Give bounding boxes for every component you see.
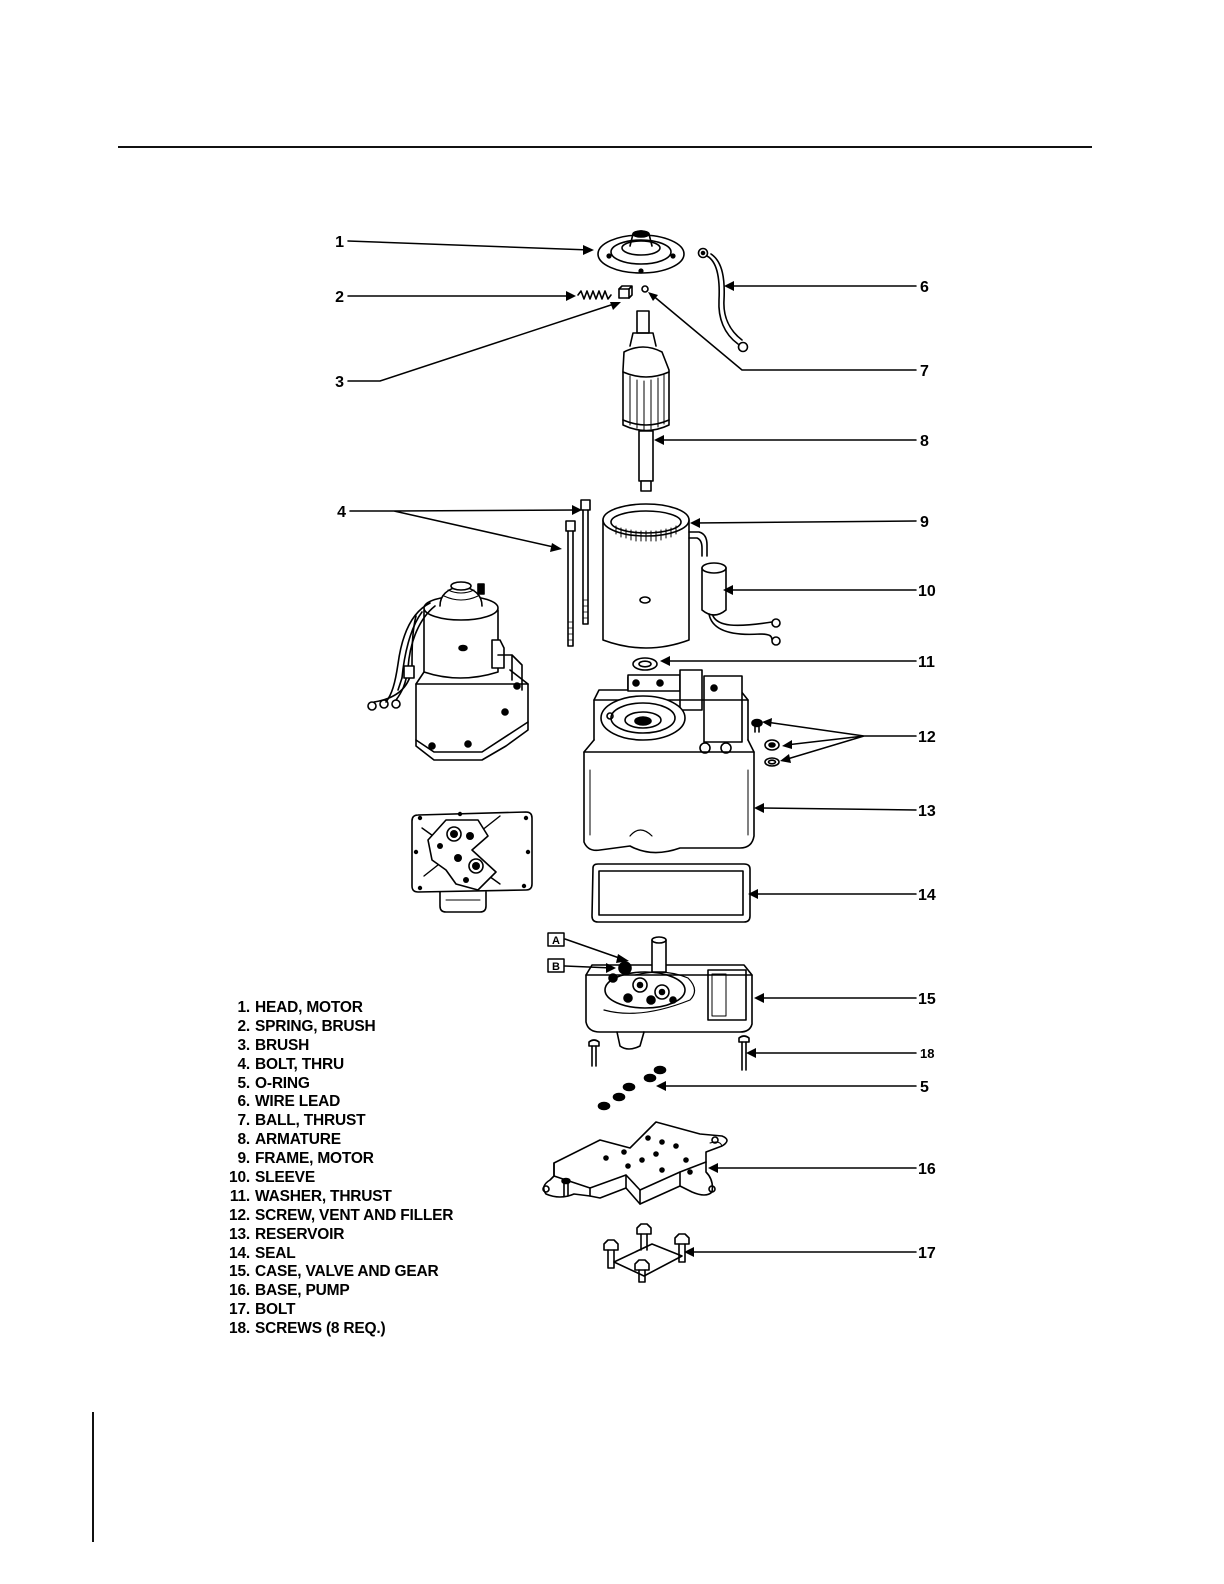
header-rule <box>118 146 1092 148</box>
callout-6: 6 <box>920 279 929 296</box>
legend-item: 13.RESERVOIR <box>229 1225 345 1243</box>
seal <box>591 863 751 923</box>
margin-rule <box>92 1412 94 1542</box>
wire-lead <box>697 247 749 353</box>
callout-11: 11 <box>918 654 935 671</box>
callout-8: 8 <box>920 433 929 450</box>
legend-item: 15.CASE, VALVE AND GEAR <box>229 1263 439 1281</box>
callout-12: 12 <box>918 729 936 746</box>
brush <box>618 285 633 299</box>
detail-box-b <box>547 958 565 973</box>
callout-4: 4 <box>337 504 346 521</box>
motor-frame <box>602 503 708 649</box>
legend-item: 9.FRAME, MOTOR <box>237 1150 374 1168</box>
thrust-washer <box>632 657 658 671</box>
motor-head <box>597 230 685 274</box>
pump-base <box>542 1121 728 1205</box>
legend-item: 4.BOLT, THRU <box>237 1055 344 1073</box>
parts-legend: 1.HEAD, MOTOR 2.SPRING, BRUSH 3.BRUSH 4.… <box>216 999 516 1339</box>
detail-label-a: A <box>552 935 560 947</box>
legend-item: 17.BOLT <box>229 1301 296 1319</box>
arrowheads <box>550 245 792 1257</box>
case-screws <box>588 1035 750 1071</box>
legend-item: 3.BRUSH <box>237 1036 310 1054</box>
assembled-pump-inset <box>367 581 529 761</box>
callout-9: 9 <box>920 514 929 531</box>
legend-item: 14.SEAL <box>229 1244 296 1262</box>
callout-18: 18 <box>920 1046 934 1061</box>
legend-item: 8.ARMATURE <box>237 1131 341 1149</box>
sleeve <box>701 562 781 646</box>
thrust-ball <box>641 285 649 293</box>
legend-item: 12.SCREW, VENT AND FILLER <box>229 1206 454 1224</box>
callout-15: 15 <box>918 991 936 1008</box>
legend-item: 2.SPRING, BRUSH <box>237 1017 376 1035</box>
leader-lines <box>347 240 917 1253</box>
callout-2: 2 <box>335 289 344 306</box>
thru-bolts <box>565 499 591 647</box>
legend-item: 10.SLEEVE <box>229 1169 315 1187</box>
legend-item: 6.WIRE LEAD <box>237 1093 341 1111</box>
legend-item: 5.O-RING <box>237 1074 310 1092</box>
callout-16: 16 <box>918 1161 936 1178</box>
armature <box>622 310 670 492</box>
legend-item: 1.HEAD, MOTOR <box>237 999 363 1016</box>
callout-17: 17 <box>918 1245 936 1262</box>
callout-3: 3 <box>335 374 344 391</box>
base-bolts <box>603 1223 690 1283</box>
brush-spring <box>577 290 612 300</box>
detail-box-a <box>547 932 565 947</box>
vent-filler-screws <box>751 718 780 767</box>
callout-5: 5 <box>920 1079 929 1096</box>
valve-gear-case <box>585 936 753 1050</box>
callout-14: 14 <box>918 887 936 904</box>
o-rings <box>597 1065 667 1111</box>
legend-item: 7.BALL, THRUST <box>237 1112 366 1130</box>
legend-item: 11.WASHER, THRUST <box>229 1187 392 1205</box>
valve-case-bottom-inset <box>411 811 533 913</box>
callout-13: 13 <box>918 803 936 820</box>
callout-numbers: 1 2 3 4 5 6 7 8 9 10 11 12 13 14 15 16 1… <box>335 234 936 1262</box>
callout-7: 7 <box>920 363 929 380</box>
legend-item: 18.SCREWS (8 REQ.) <box>229 1320 386 1338</box>
detail-label-b: B <box>552 961 560 973</box>
callout-10: 10 <box>918 583 936 600</box>
callout-1: 1 <box>335 234 344 251</box>
legend-item: 16.BASE, PUMP <box>229 1282 350 1300</box>
reservoir <box>583 669 755 854</box>
